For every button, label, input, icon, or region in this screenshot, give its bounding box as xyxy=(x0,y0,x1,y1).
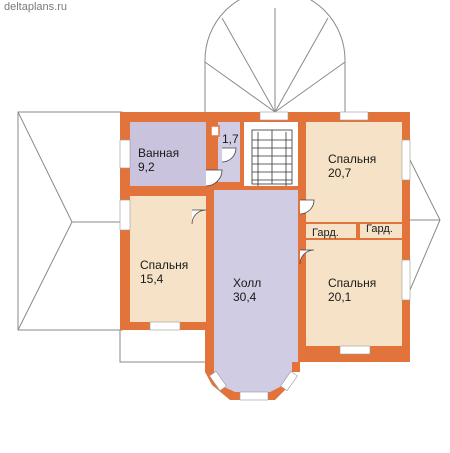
bedroom-ne-area: 20,7 xyxy=(328,166,352,180)
bath-area: 9,2 xyxy=(138,160,155,174)
bath-room xyxy=(130,122,206,186)
bedroom-ne-name: Спальня xyxy=(328,152,377,166)
bedroom-w-name: Спальня xyxy=(140,258,189,272)
bedroom-se xyxy=(306,240,402,346)
hall-room xyxy=(214,190,298,392)
bedroom-w-area: 15,4 xyxy=(140,272,164,286)
bath-name: Ванная xyxy=(138,146,180,160)
hall-name: Холл xyxy=(233,276,262,290)
bedroom-se-name: Спальня xyxy=(328,276,377,290)
staircase xyxy=(251,129,293,186)
wardrobe-1-name: Гард. xyxy=(312,227,339,239)
wardrobe-2 xyxy=(360,224,402,238)
doors xyxy=(191,147,315,265)
bedroom-se-area: 20,1 xyxy=(328,290,352,304)
wardrobe-1 xyxy=(306,224,356,238)
windows xyxy=(119,111,411,401)
watermark: deltaplans.ru xyxy=(4,1,67,13)
wc-fixture xyxy=(210,125,220,137)
hall-area: 30,4 xyxy=(233,290,257,304)
bedroom-ne xyxy=(306,122,402,222)
wc-area: 1,7 xyxy=(222,132,239,146)
roof-lines xyxy=(17,0,441,363)
wardrobe-2-name: Гард. xyxy=(366,223,393,235)
